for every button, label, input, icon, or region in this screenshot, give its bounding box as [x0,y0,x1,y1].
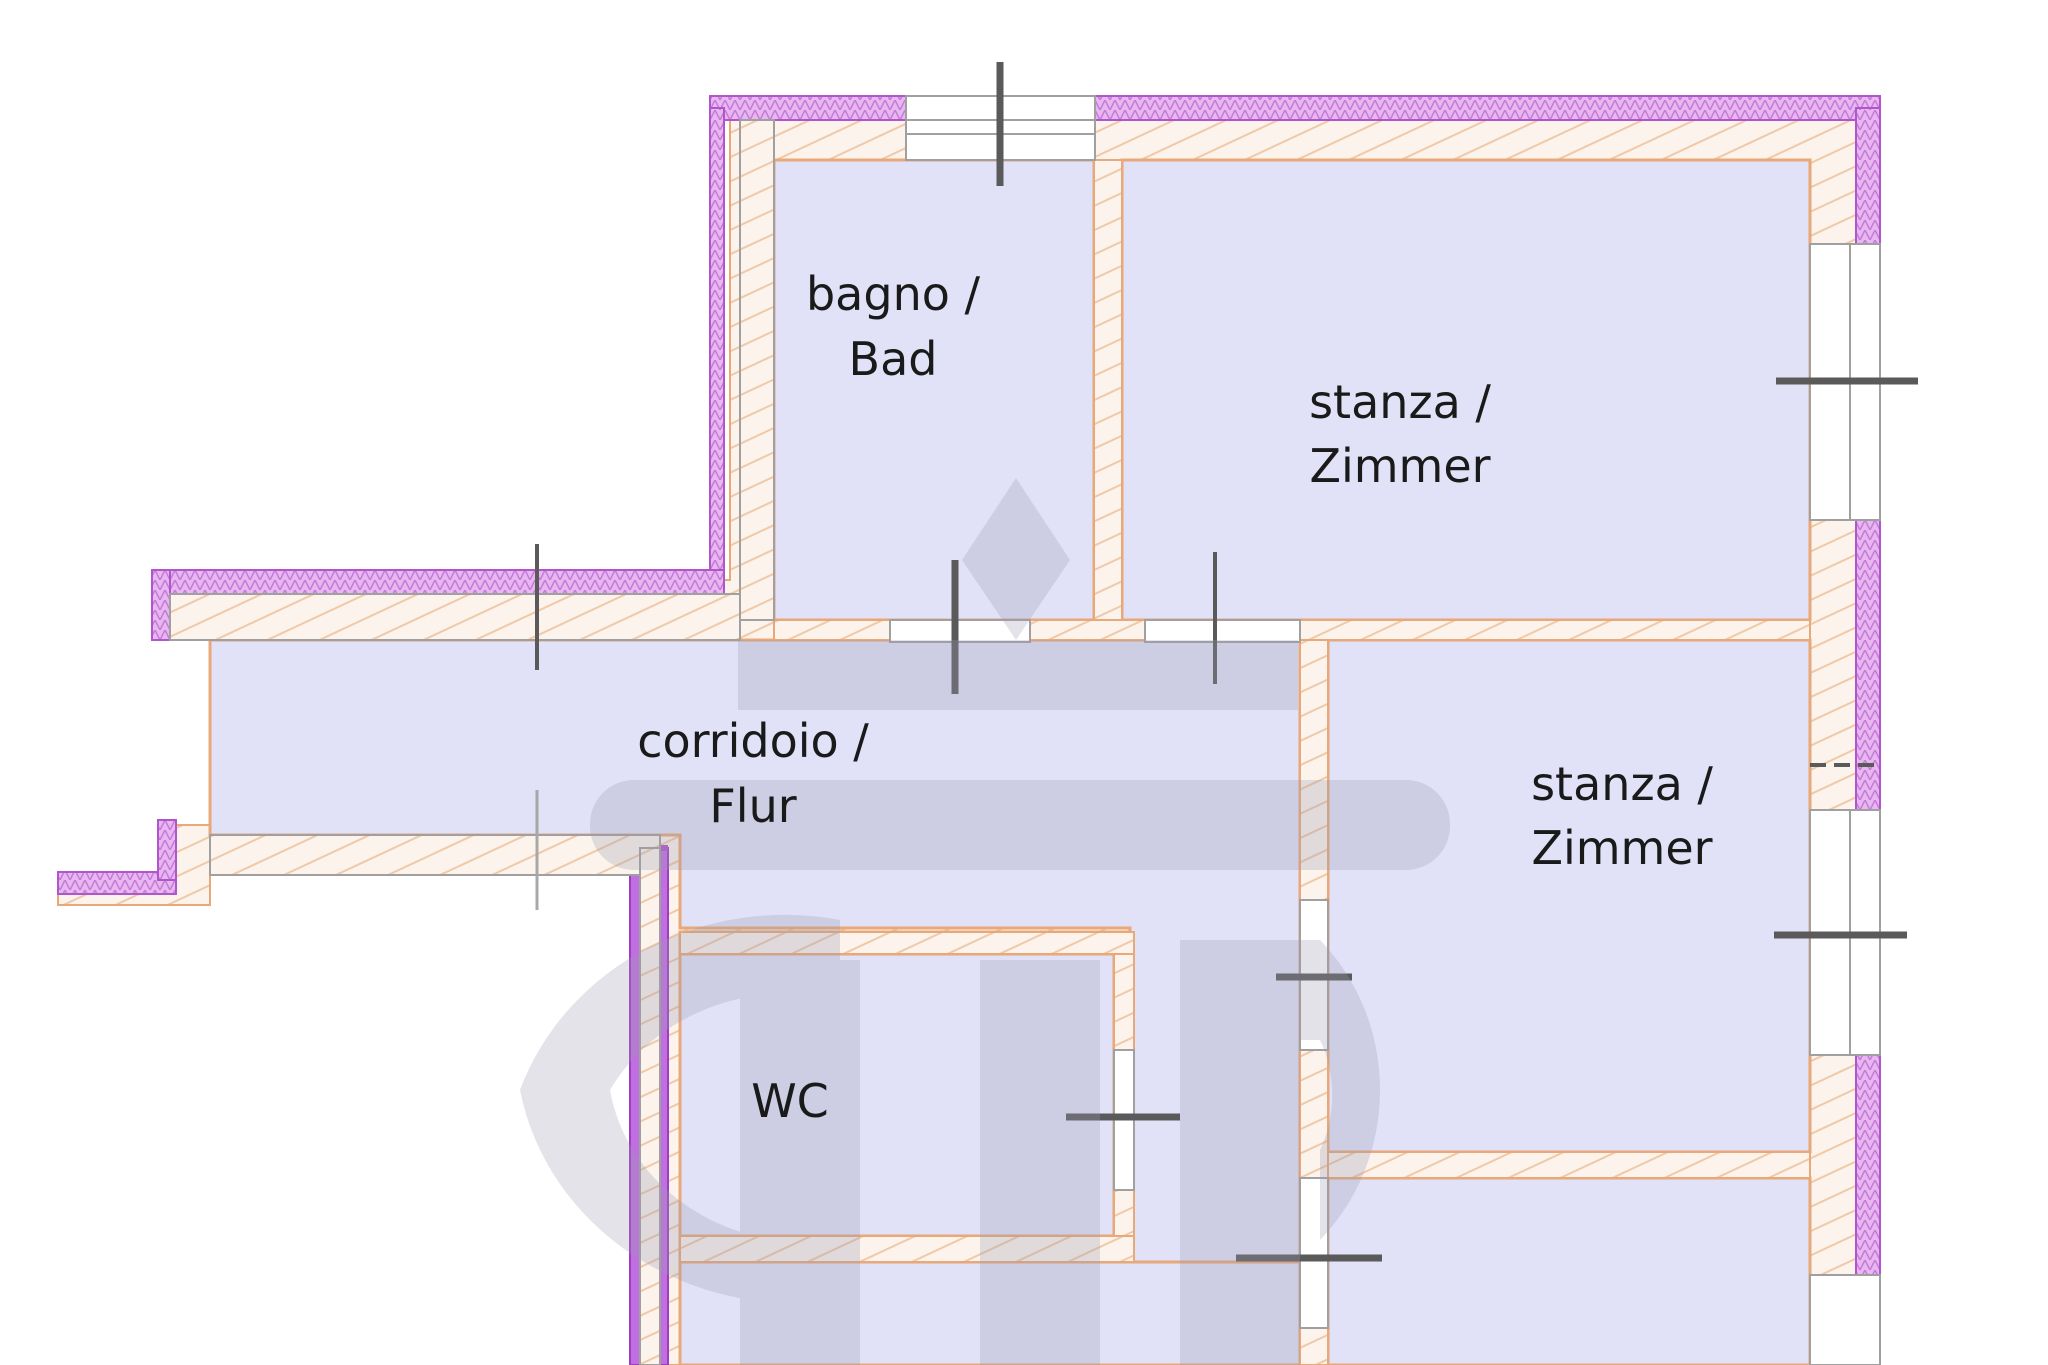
label-corridoio-line1: corridoio / [637,714,869,768]
windows [905,95,1881,1365]
room-labels: bagno / Bad stanza / Zimmer corridoio / … [637,267,1713,1128]
label-corridoio-line2: Flur [709,779,796,833]
label-wc: WC [751,1074,829,1128]
label-bagno-line2: Bad [849,332,938,386]
label-bagno-line1: bagno / [806,267,981,321]
label-stanza-2-line2: Zimmer [1531,821,1712,875]
interior-walls [169,119,1811,1365]
mp-logo-watermark [520,478,1450,1365]
room-lower-right [1326,1176,1812,1365]
label-stanza-2-line1: stanza / [1531,757,1713,811]
door-openings [535,62,1918,1329]
room-wc [678,952,1116,1238]
label-stanza-1-line1: stanza / [1309,375,1491,429]
window-right-3 [1809,1274,1881,1365]
rooms [208,158,1812,1365]
room-stanza-2 [1326,638,1812,1154]
room-stanza-1 [1120,158,1812,622]
label-stanza-1-line2: Zimmer [1309,439,1490,493]
insulation [57,95,1881,1365]
